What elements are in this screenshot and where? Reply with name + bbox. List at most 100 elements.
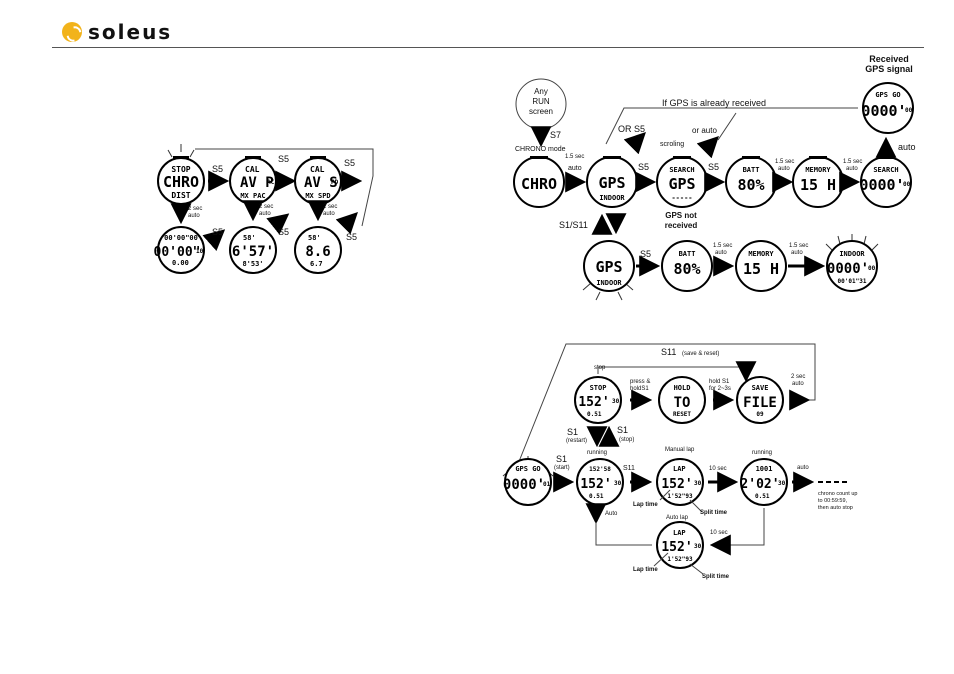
label-or-s5: OR S5 [618, 124, 645, 134]
save-reset-line [597, 366, 747, 374]
lcd-sub: 00 [868, 265, 876, 272]
label-1-5sec: 1.5 sec [713, 243, 732, 249]
lcd-top: BATT [679, 250, 696, 258]
watch-search-gps: SEARCH GPS ----- [656, 156, 708, 208]
watch-search-zero: SEARCH 0000' 00 [859, 156, 912, 208]
lcd-main: 152' [661, 477, 692, 492]
flash-rays-icon [582, 282, 634, 301]
lcd-main: 0000' [503, 477, 545, 493]
lcd-main: 15 H [743, 260, 779, 278]
watch-save-file: SAVE FILE 09 [736, 376, 784, 424]
left-flow: STOP CHRO DIST CAL AV P AC MX PAC CAL AV… [154, 144, 374, 274]
lcd-main: GPS [598, 174, 625, 192]
watch-indoor: INDOOR 0000' 00 00'01"31 [826, 240, 878, 292]
watch-memory: MEMORY 15 H [792, 156, 844, 208]
label-auto: auto [797, 465, 809, 471]
lcd-top: INDOOR [839, 250, 865, 258]
label-chrono-count: chrono count up [818, 491, 857, 497]
lcd-top: CAL [245, 165, 260, 174]
label-s5: S5 [278, 154, 289, 164]
label-s5: S5 [212, 164, 223, 174]
lcd-main: FILE [743, 395, 777, 411]
label-auto-up: auto [898, 142, 916, 152]
loop-line [195, 148, 374, 227]
lcd-main: 152' [661, 540, 692, 555]
watch-gps-go: GPS GO 0000' 00 [861, 82, 914, 134]
label-10sec: 10 sec [709, 466, 727, 472]
soleus-logo-icon [62, 22, 82, 42]
label-gps-signal: GPS signal [865, 64, 913, 74]
label-s7: S7 [550, 130, 561, 140]
lcd-sub: 01 [543, 481, 551, 488]
arrow-diagonal [202, 229, 226, 252]
arrow-diagonal [696, 136, 719, 159]
label-restart: (restart) [566, 438, 587, 444]
lcd-top: SEARCH [669, 166, 694, 174]
watch-hold-to-reset: HOLD TO RESET [658, 376, 706, 424]
label-1-5sec: 1.5 sec [789, 243, 808, 249]
brand-name: soleus [88, 20, 173, 44]
watch-pace-values: 58' 6'57' 8'53' [229, 226, 277, 274]
label-hold-duration: for 2~3s [709, 386, 731, 392]
lcd-main: CHRO [163, 173, 199, 191]
label-auto-down: Auto [605, 511, 618, 517]
label-split-time: Split time [702, 574, 730, 580]
lcd-main: CHRO [521, 175, 557, 193]
lcd-sub: PD [331, 179, 339, 186]
label-auto: auto [568, 165, 582, 172]
label-s5: S5 [212, 227, 223, 237]
save-loop-line [517, 343, 816, 465]
lcd-top: SAVE [752, 384, 769, 392]
label-auto-lap: Auto lap [666, 515, 689, 521]
right-bottom-flow: S11 (save & reset) stop STOP 152' 30 0.5… [502, 343, 857, 580]
lcd-top: MEMORY [805, 166, 831, 174]
lcd-top: CAL [310, 165, 325, 174]
lcd-main: 152' [580, 477, 611, 492]
watch-chro: CHRO [513, 156, 565, 208]
label-s1-restart: S1 [567, 427, 578, 437]
label-s1-start: S1 [556, 454, 567, 464]
label-auto: auto [846, 166, 858, 172]
lcd-main: 00'00" [154, 245, 201, 260]
watch-running-2: 1001 2'02' 30 0.51 [740, 458, 788, 506]
label-s1-stop: S1 [617, 425, 628, 435]
label-received: Received [869, 54, 909, 64]
label-auto: auto [188, 213, 200, 219]
lcd-top: GPS GO [875, 91, 900, 99]
lcd-main: TO [674, 395, 691, 411]
watch-batt-2: BATT 80% [661, 240, 713, 292]
watch-gps-indoor-2: GPS INDOOR [583, 240, 635, 292]
label-lap-time: Lap time [633, 567, 658, 573]
label-s11: S11 [661, 347, 676, 357]
label-split-time: Split time [700, 510, 728, 516]
lcd-bottom: 8'53' [242, 260, 263, 268]
lcd-sub: 30 [694, 480, 702, 487]
label-lap-time: Lap time [633, 502, 658, 508]
lcd-main: 0000' [861, 102, 906, 120]
label-press: press & [630, 379, 650, 385]
lcd-bottom: RESET [673, 411, 691, 418]
flash-rays-icon [825, 234, 879, 251]
label-s5: S5 [708, 162, 719, 172]
lcd-bottom: 00'01"31 [838, 278, 867, 285]
label-auto: auto [323, 211, 335, 217]
label-if-gps: If GPS is already received [662, 98, 766, 108]
watch-memory-2: MEMORY 15 H [735, 240, 787, 292]
lcd-sub: 30 [614, 480, 622, 487]
label-hold-s1: hold S1 [709, 379, 730, 385]
watch-auto-lap: LAP 152' 30 1'52"93 [656, 521, 704, 569]
lcd-main: 2'02' [740, 477, 779, 492]
lcd-bottom: DIST [171, 191, 190, 200]
lcd-bottom: 0.00 [172, 259, 189, 267]
label-2sec: 2 sec [259, 204, 273, 210]
lcd-main: GPS [595, 258, 622, 276]
label-save-reset: (save & reset) [682, 351, 719, 357]
label-stop: stop [594, 365, 606, 371]
label-s5: S5 [344, 158, 355, 168]
lcd-top: BATT [743, 166, 760, 174]
label-s5: S5 [278, 227, 289, 237]
arrow-diagonal [266, 213, 290, 235]
lcd-main: 6'57' [232, 244, 274, 260]
watch-chrono-zero: 00'00"00 00'00" 10 0.00 [154, 226, 205, 274]
